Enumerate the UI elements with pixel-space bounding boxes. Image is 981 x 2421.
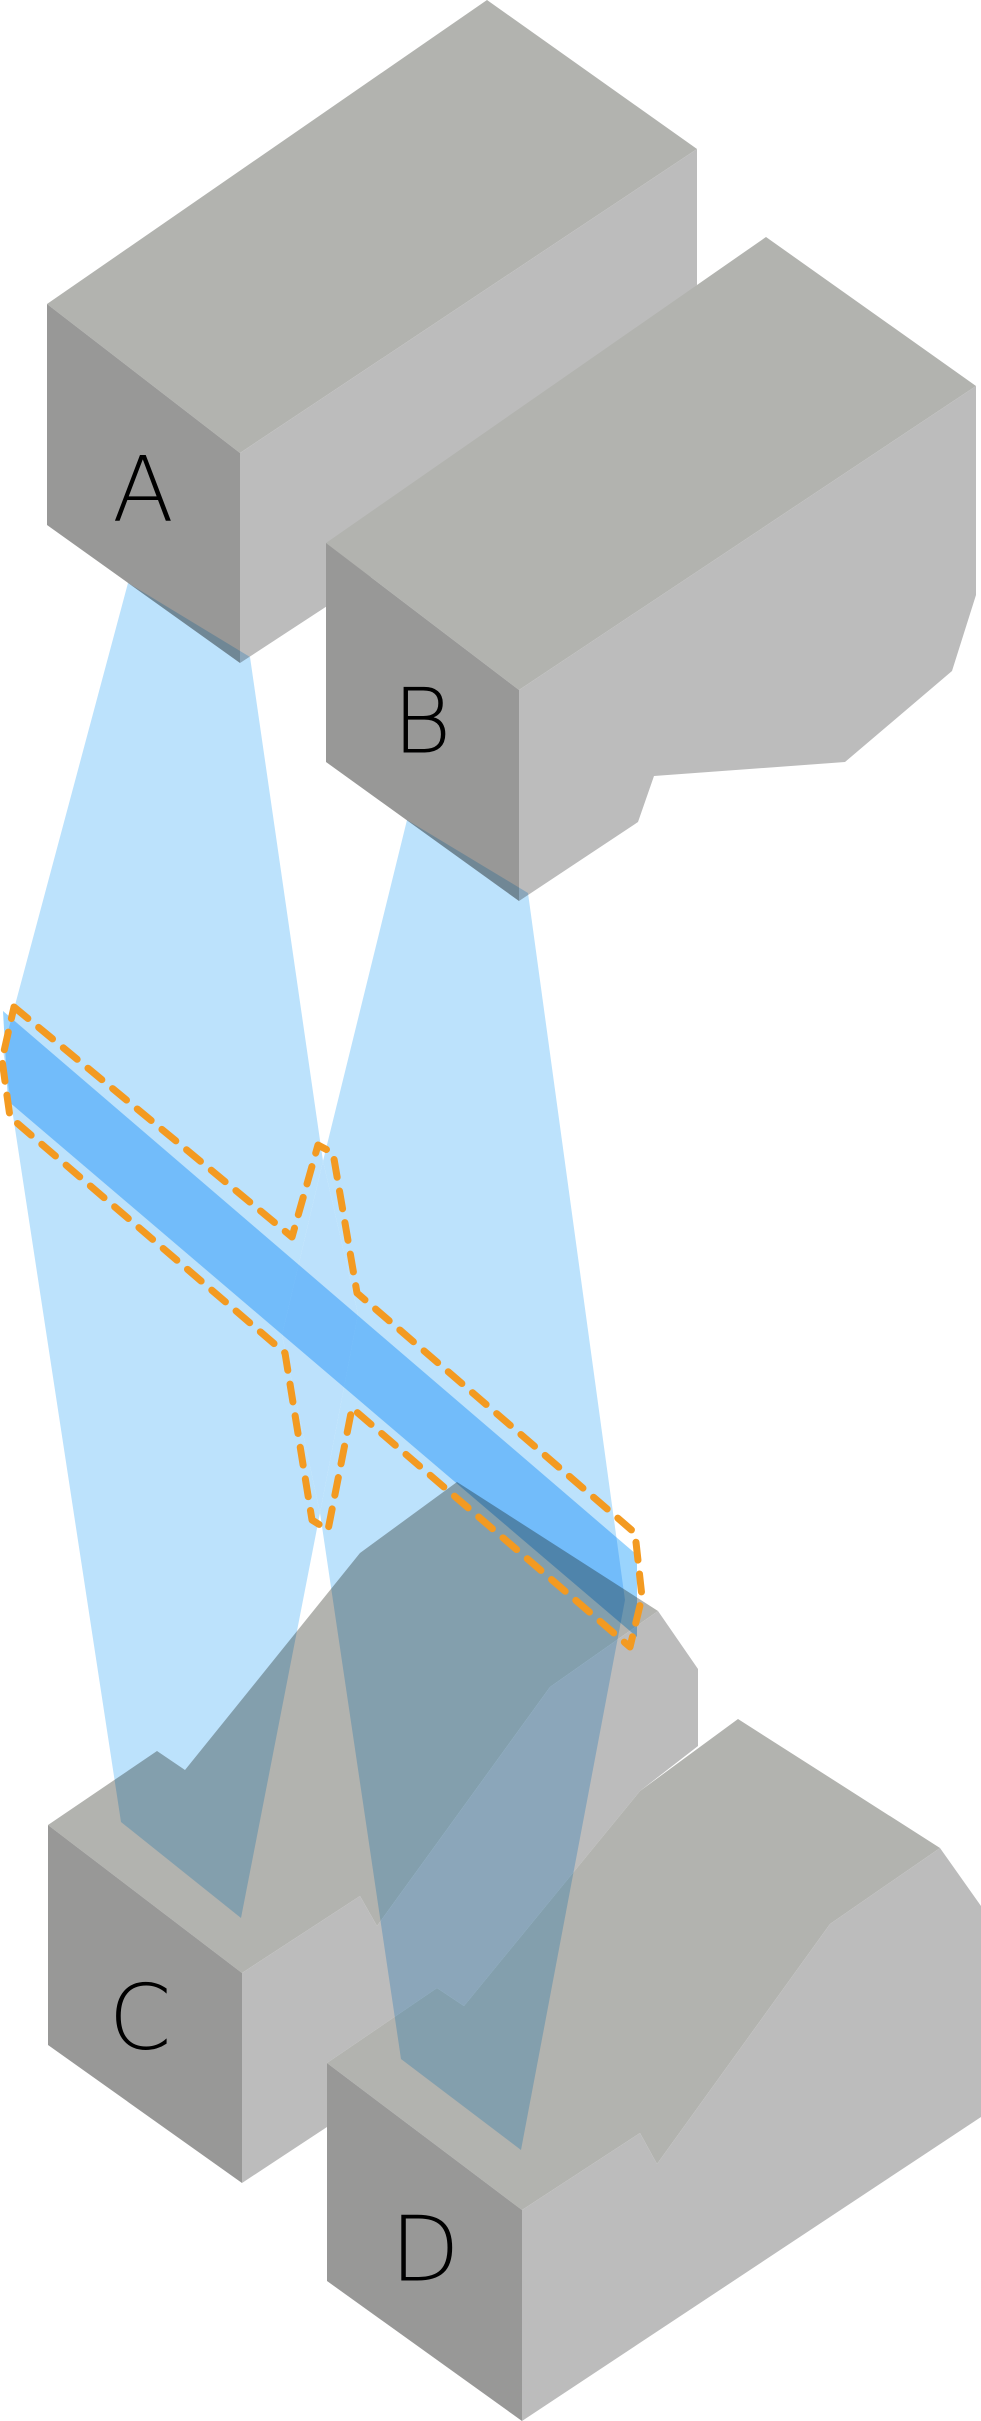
block-c-label: C: [109, 1966, 172, 2071]
block-a-front-face: [47, 304, 240, 663]
block-b-top-face: [326, 237, 976, 690]
block-b: B: [326, 237, 976, 901]
block-b-side-face: [519, 386, 976, 901]
block-c-front-face: [48, 1825, 242, 2183]
block-a-label: A: [112, 438, 174, 543]
band-shape: [3, 1011, 637, 1637]
block-d-label: D: [390, 2198, 459, 2303]
block-d-side-face: [522, 1848, 981, 2421]
orange-dashed-outline: [0, 1003, 646, 1651]
block-d-front-face: [327, 2063, 522, 2421]
block-b-label: B: [393, 670, 452, 775]
diagonal-band: [3, 1011, 637, 1637]
block-a-top-face: [47, 0, 697, 453]
block-b-front-face: [326, 543, 519, 901]
